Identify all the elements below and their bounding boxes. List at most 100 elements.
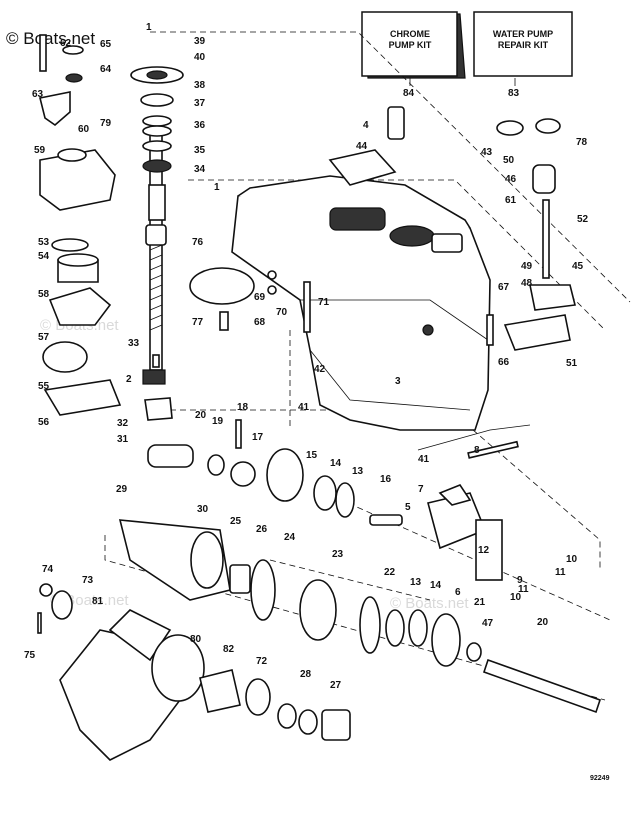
callout: 44 bbox=[356, 141, 368, 152]
callout: 15 bbox=[306, 450, 318, 461]
callout: 20 bbox=[195, 410, 207, 421]
chrome-kit-label-2: PUMP KIT bbox=[389, 40, 432, 50]
pinion-bearing-parts bbox=[142, 369, 256, 487]
callout: 61 bbox=[505, 195, 517, 206]
callout: 32 bbox=[117, 418, 129, 429]
callout: 11 bbox=[518, 584, 529, 595]
callout: 76 bbox=[192, 237, 204, 248]
callout: 62 bbox=[60, 38, 72, 49]
callout: 60 bbox=[78, 124, 90, 135]
callout: 23 bbox=[332, 549, 344, 560]
callout: 26 bbox=[256, 524, 268, 535]
callout: 35 bbox=[194, 145, 206, 156]
callout: 77 bbox=[192, 317, 204, 328]
callout: 13 bbox=[352, 466, 364, 477]
callout: 46 bbox=[505, 174, 517, 185]
callout: 48 bbox=[521, 278, 533, 289]
diagram-code: 92249 bbox=[590, 775, 610, 782]
callout: 65 bbox=[100, 39, 112, 50]
callout: 27 bbox=[330, 680, 342, 691]
callout: 43 bbox=[481, 147, 493, 158]
callout: 7 bbox=[418, 484, 424, 495]
callout: 41 bbox=[418, 454, 430, 465]
callout: 12 bbox=[478, 545, 490, 556]
callout: 45 bbox=[572, 261, 584, 272]
callout: 4 bbox=[363, 120, 369, 131]
callout: 80 bbox=[190, 634, 202, 645]
callout: 51 bbox=[566, 358, 578, 369]
callout: 11 bbox=[555, 567, 566, 578]
callout: 24 bbox=[284, 532, 296, 543]
callout: 50 bbox=[503, 155, 515, 166]
callout: 33 bbox=[128, 338, 140, 349]
callout: 22 bbox=[384, 567, 396, 578]
callout: 40 bbox=[194, 52, 206, 63]
callout: 75 bbox=[24, 650, 36, 661]
callout: 47 bbox=[482, 618, 494, 629]
callout: 68 bbox=[254, 317, 266, 328]
callout: 78 bbox=[576, 137, 588, 148]
bearing-housing bbox=[118, 519, 602, 714]
impeller-plate bbox=[189, 267, 311, 333]
chrome-pump-kit: CHROME PUMP KIT 84 bbox=[361, 11, 466, 99]
callout: 67 bbox=[498, 282, 510, 293]
callout: 36 bbox=[194, 120, 206, 131]
callout: 42 bbox=[314, 364, 326, 375]
callout: 59 bbox=[34, 145, 46, 156]
chrome-kit-label-1: CHROME bbox=[390, 29, 430, 39]
callout: 31 bbox=[117, 434, 129, 445]
callout: 10 bbox=[510, 592, 522, 603]
callout: 64 bbox=[100, 64, 112, 75]
water-pump-left bbox=[39, 34, 122, 416]
callout: 84 bbox=[403, 88, 415, 99]
callout: 34 bbox=[194, 164, 206, 175]
forward-gear-set bbox=[266, 424, 531, 581]
callout: 58 bbox=[38, 289, 50, 300]
watermark: © Boats.net bbox=[6, 29, 95, 48]
callout: 49 bbox=[521, 261, 533, 272]
callout: 55 bbox=[38, 381, 50, 392]
callout: 29 bbox=[116, 484, 128, 495]
callout: 16 bbox=[380, 474, 392, 485]
callout: 53 bbox=[38, 237, 50, 248]
callout: 81 bbox=[92, 596, 104, 607]
water-kit-label-2: REPAIR KIT bbox=[498, 40, 549, 50]
callout: 19 bbox=[212, 416, 224, 427]
callout: 28 bbox=[300, 669, 312, 680]
water-pump-repair-kit: WATER PUMP REPAIR KIT 83 bbox=[473, 11, 573, 99]
callout: 57 bbox=[38, 332, 50, 343]
callout: 20 bbox=[537, 617, 549, 628]
impeller-housing-stack bbox=[130, 66, 184, 221]
callout: 39 bbox=[194, 36, 206, 47]
callout-labels: 1 1 2 3 4 5 6 7 8 9 10 10 11 11 12 13 13… bbox=[24, 22, 589, 691]
callout: 56 bbox=[38, 417, 50, 428]
callout: 14 bbox=[330, 458, 342, 469]
water-pump-right bbox=[328, 106, 576, 351]
callout: 21 bbox=[474, 597, 486, 608]
watermark-faint: © Boats.net bbox=[390, 595, 469, 612]
callout: 5 bbox=[405, 502, 411, 513]
callout: 17 bbox=[252, 432, 264, 443]
callout: 41 bbox=[298, 402, 310, 413]
callout: 72 bbox=[256, 656, 268, 667]
callout: 6 bbox=[455, 587, 461, 598]
callout: 13 bbox=[410, 577, 422, 588]
callout: 37 bbox=[194, 98, 206, 109]
callout: 10 bbox=[566, 554, 578, 565]
propeller bbox=[37, 583, 351, 761]
callout: 30 bbox=[197, 504, 209, 515]
callout: 74 bbox=[42, 564, 54, 575]
callout: 38 bbox=[194, 80, 206, 91]
callout: 79 bbox=[100, 118, 112, 129]
callout: 2 bbox=[126, 374, 132, 385]
water-kit-label-1: WATER PUMP bbox=[493, 29, 553, 39]
callout: 69 bbox=[254, 292, 266, 303]
callout: 25 bbox=[230, 516, 242, 527]
gearcase-housing bbox=[231, 175, 491, 431]
callout: 82 bbox=[223, 644, 235, 655]
callout: 70 bbox=[276, 307, 288, 318]
callout: 52 bbox=[577, 214, 589, 225]
callout: 63 bbox=[32, 89, 44, 100]
callout: 1 bbox=[214, 182, 220, 193]
